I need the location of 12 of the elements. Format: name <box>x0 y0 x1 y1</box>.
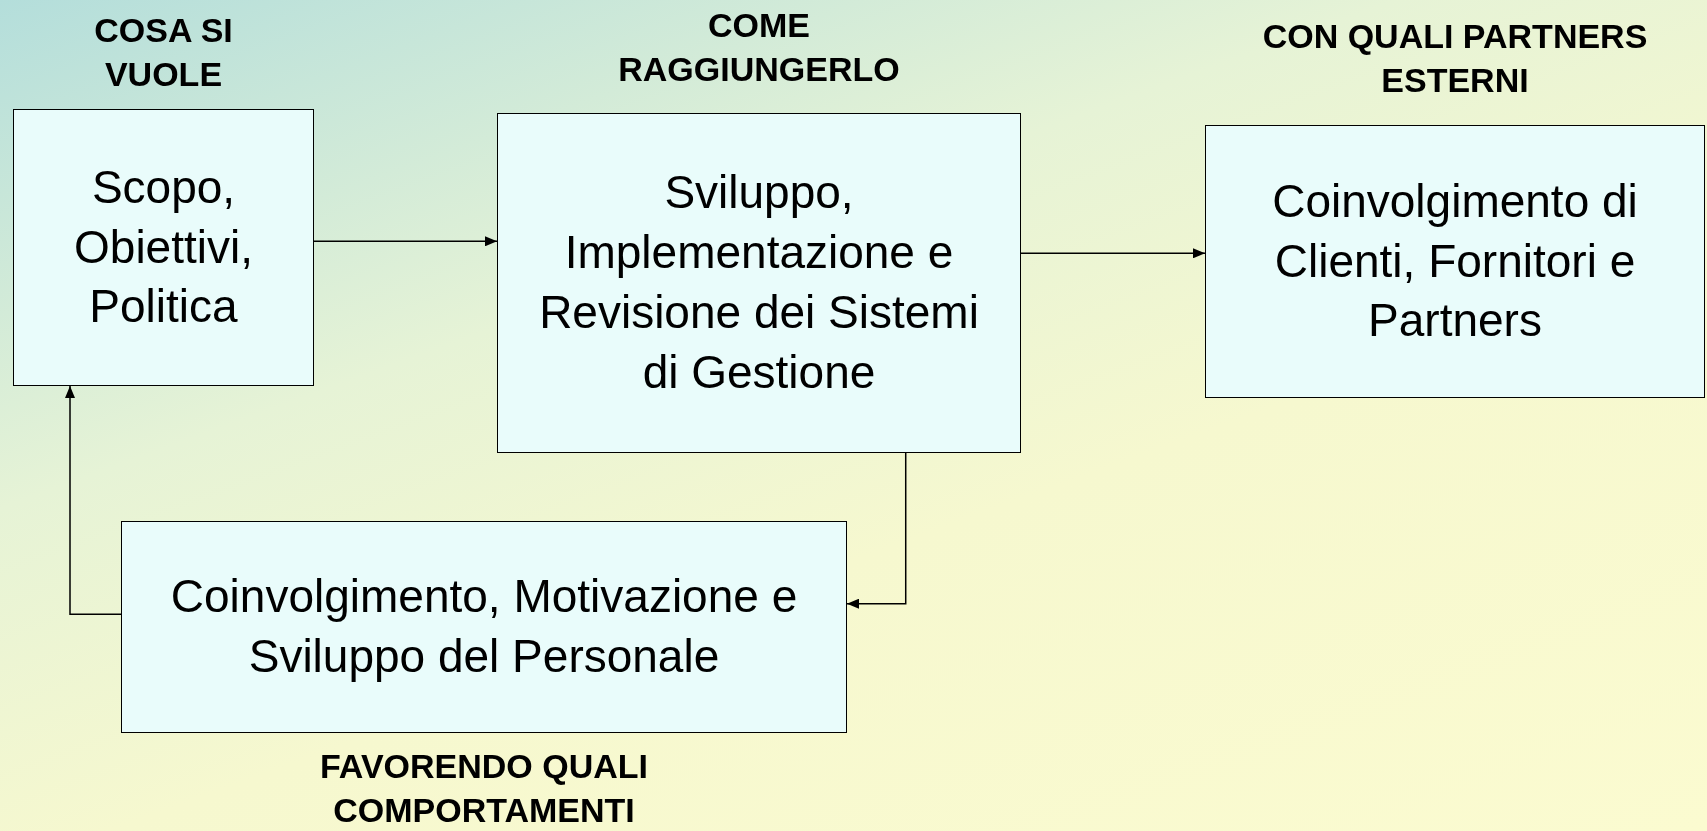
arrow <box>846 452 907 609</box>
box-text: Coinvolgimento, Motivazione e Sviluppo del Personale <box>169 569 799 684</box>
heading-label: COSA SI VUOLE <box>94 11 233 94</box>
heading-label: COME RAGGIUNGERLO <box>618 6 900 89</box>
heading-label: FAVORENDO QUALI COMPORTAMENTI <box>319 747 648 830</box>
box-text: Coinvolgimento di Clienti, Fornitori e Partners <box>1271 173 1639 349</box>
box-text: Sviluppo, Implementazione e Revisione dei Sistemi di Gestione <box>538 165 980 400</box>
box-text: Scopo, Obiettivi, Politica <box>73 159 254 335</box>
arrow <box>313 236 498 247</box>
arrow <box>1020 248 1206 259</box>
arrow <box>65 385 122 616</box>
heading-label: CON QUALI PARTNERS ESTERNI <box>1262 17 1648 100</box>
